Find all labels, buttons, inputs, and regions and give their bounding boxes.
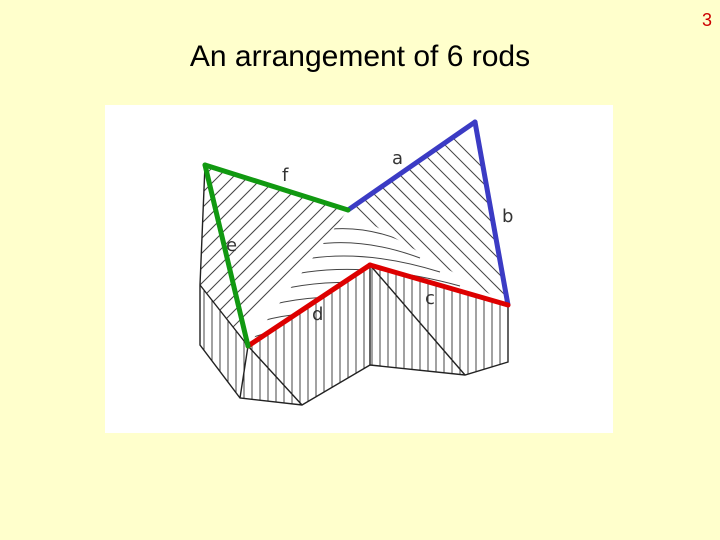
rod-d [245, 262, 373, 349]
rod-label-b: b [502, 206, 513, 227]
rod-label-d: d [312, 304, 323, 325]
rod-a [345, 119, 478, 213]
rod-label-c: c [425, 288, 435, 309]
rods-diagram: a b c d e f [105, 105, 613, 433]
rod-c [367, 262, 511, 308]
rod-label-f: f [282, 165, 289, 186]
rod-e [202, 162, 251, 349]
rod-label-e: e [226, 235, 237, 256]
slide-title: An arrangement of 6 rods [189, 40, 531, 73]
rod-f [202, 162, 351, 213]
rods [202, 119, 511, 349]
rod-label-a: a [392, 148, 403, 169]
solid-outline [199, 164, 509, 406]
page-number: 3 [701, 10, 712, 30]
rod-b [472, 119, 511, 308]
